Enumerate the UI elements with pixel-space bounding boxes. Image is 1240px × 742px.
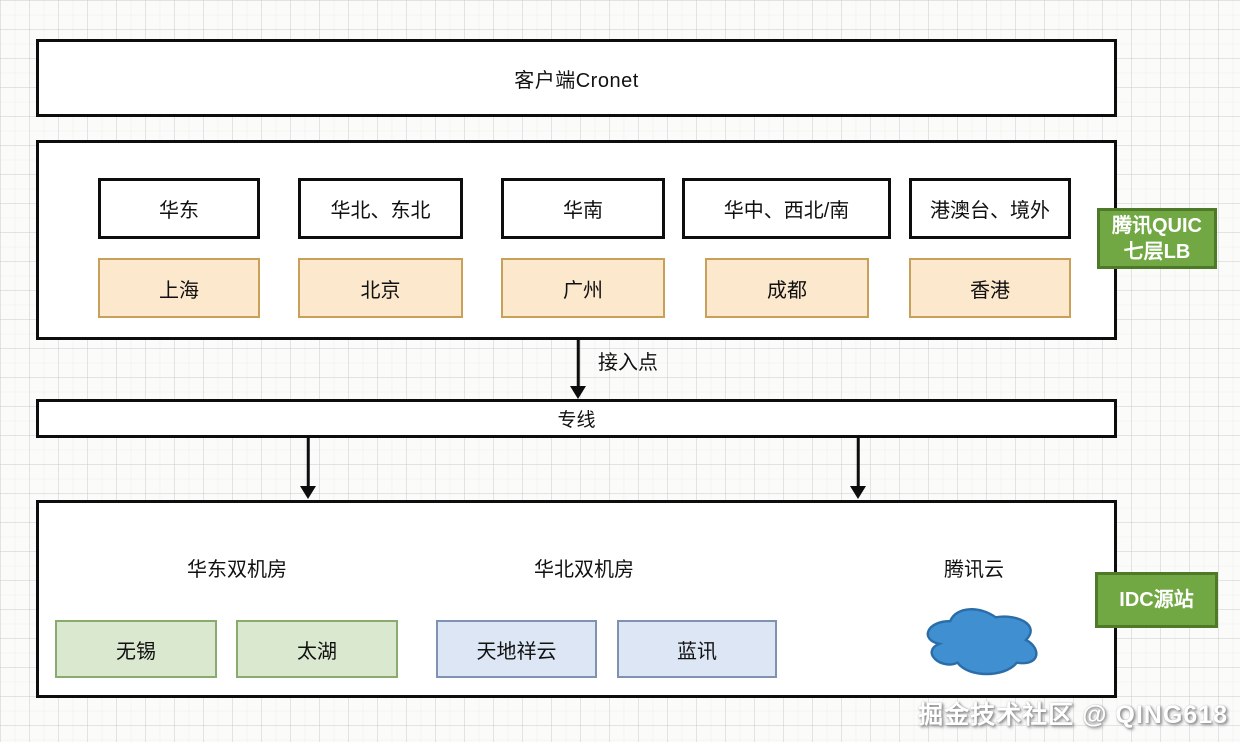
arrow-shaft bbox=[306, 438, 310, 489]
region-box-hk-macau-overseas: 港澳台、境外 bbox=[909, 178, 1071, 239]
quic-lb-badge: 腾讯QUIC 七层LB bbox=[1097, 208, 1217, 269]
dedicated-line-label: 专线 bbox=[557, 410, 596, 431]
idc-node-label: 蓝讯 bbox=[677, 640, 717, 663]
idc-origin-badge-label: IDC源站 bbox=[1119, 589, 1194, 611]
city-box-beijing: 北京 bbox=[298, 258, 463, 318]
quic-lb-container: 华东 华北、东北 华南 华中、西北/南 港澳台、境外 上海 北京 广州 成都 香… bbox=[36, 140, 1117, 340]
client-cronet-label: 客户端Cronet bbox=[514, 69, 639, 92]
idc-node-taihu: 太湖 bbox=[236, 620, 398, 678]
idc-node-wuxi: 无锡 bbox=[55, 620, 217, 678]
region-label: 华中、西北/南 bbox=[723, 200, 850, 222]
group-title-tencent-cloud: 腾讯云 bbox=[944, 559, 1004, 581]
arrow-head-icon bbox=[850, 486, 866, 499]
arrow-lb-to-line bbox=[570, 340, 586, 399]
arrow-line-to-idc-left bbox=[300, 438, 316, 499]
region-label: 华北、东北 bbox=[330, 200, 431, 222]
region-label: 华东 bbox=[159, 200, 199, 222]
idc-node-lanxun: 蓝讯 bbox=[617, 620, 777, 678]
city-box-guangzhou: 广州 bbox=[501, 258, 665, 318]
quic-lb-badge-line1: 腾讯QUIC bbox=[1112, 214, 1202, 237]
region-label: 华南 bbox=[563, 200, 603, 222]
city-label: 香港 bbox=[970, 279, 1010, 302]
region-box-south-china: 华南 bbox=[501, 178, 665, 239]
arrow-head-icon bbox=[570, 386, 586, 399]
group-title-east-dual-dc: 华东双机房 bbox=[187, 559, 287, 581]
cloud-icon bbox=[918, 600, 1043, 680]
idc-node-label: 天地祥云 bbox=[476, 640, 557, 663]
quic-lb-badge-line2: 七层LB bbox=[1123, 240, 1191, 263]
region-box-central-northwest: 华中、西北/南 bbox=[682, 178, 891, 239]
city-box-chengdu: 成都 bbox=[705, 258, 869, 318]
idc-origin-badge: IDC源站 bbox=[1095, 572, 1218, 628]
region-box-east-china: 华东 bbox=[98, 178, 260, 239]
arrow-shaft bbox=[856, 438, 860, 489]
city-label: 北京 bbox=[360, 279, 401, 302]
region-label: 港澳台、境外 bbox=[930, 200, 1050, 222]
city-label: 上海 bbox=[159, 279, 199, 302]
region-box-north-northeast: 华北、东北 bbox=[298, 178, 463, 239]
group-title-north-dual-dc: 华北双机房 bbox=[534, 559, 634, 581]
city-label: 成都 bbox=[767, 279, 807, 302]
watermark: 掘金技术社区 @ QING618 bbox=[918, 701, 1228, 729]
idc-node-label: 太湖 bbox=[297, 640, 337, 663]
arrow-shaft bbox=[576, 340, 580, 389]
client-cronet-box: 客户端Cronet bbox=[36, 39, 1117, 117]
city-box-shanghai: 上海 bbox=[98, 258, 260, 318]
arrow-head-icon bbox=[300, 486, 316, 499]
city-box-hongkong: 香港 bbox=[909, 258, 1071, 318]
idc-node-label: 无锡 bbox=[116, 640, 156, 663]
city-label: 广州 bbox=[563, 279, 603, 302]
idc-origin-container: 华东双机房 华北双机房 腾讯云 无锡 太湖 天地祥云 蓝讯 bbox=[36, 500, 1117, 698]
dedicated-line-box: 专线 bbox=[36, 399, 1117, 438]
access-point-label: 接入点 bbox=[598, 352, 658, 374]
idc-node-tiandixiangyun: 天地祥云 bbox=[436, 620, 597, 678]
arrow-line-to-idc-right bbox=[850, 438, 866, 499]
